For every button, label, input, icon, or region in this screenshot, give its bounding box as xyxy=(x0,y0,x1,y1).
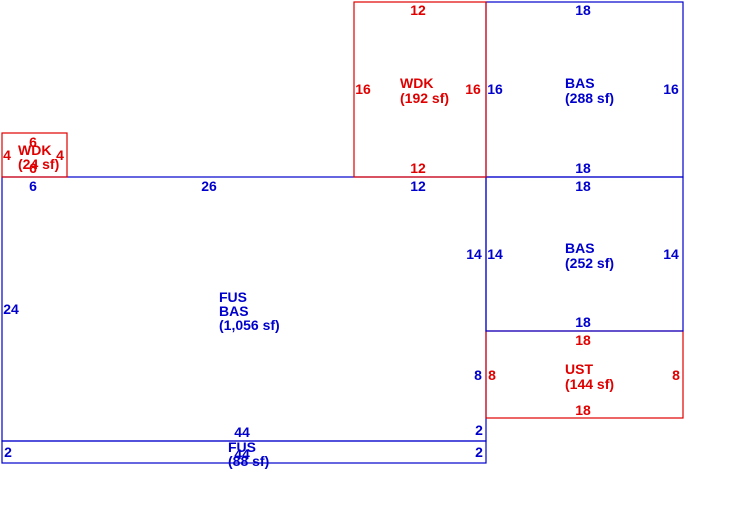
fus-strip-dim-bottom: 44 xyxy=(234,446,250,462)
wdk-small-dim-left: 4 xyxy=(3,147,11,163)
wdk-small-dim-top: 6 xyxy=(29,134,37,150)
ust-area: (144 sf) xyxy=(565,376,614,392)
wdk-large-code: WDK xyxy=(400,75,433,91)
fus-strip-area: (88 sf) xyxy=(228,453,269,469)
wdk-large-area: (192 sf) xyxy=(400,90,449,106)
main-dim-right-upper: 14 xyxy=(466,246,482,262)
main-code-bas: BAS xyxy=(219,303,249,319)
bas-top-dim-right: 16 xyxy=(663,81,679,97)
main-dim-left: 24 xyxy=(3,301,19,317)
bas-mid-dim-top: 18 xyxy=(575,178,591,194)
main-dim-bottom: 44 xyxy=(234,424,250,440)
bas-top-dim-left: 16 xyxy=(487,81,503,97)
bas-top-code: BAS xyxy=(565,75,595,91)
bas-mid-dim-right: 14 xyxy=(663,246,679,262)
main-dim-top-right: 12 xyxy=(410,178,426,194)
ust-dim-top: 18 xyxy=(575,332,591,348)
ust-code: UST xyxy=(565,361,593,377)
wdk-small-code: WDK xyxy=(18,142,51,158)
ust-dim-bottom: 18 xyxy=(575,402,591,418)
wdk-large-dim-bottom: 12 xyxy=(410,160,426,176)
wdk-small-dim-bottom: 6 xyxy=(29,160,37,176)
bas-top-dim-bottom: 18 xyxy=(575,160,591,176)
wdk-large-dim-left: 16 xyxy=(355,81,371,97)
wdk-large-outline xyxy=(353,1,487,178)
main-dim-right-bottom: 2 xyxy=(475,422,483,438)
bas-mid-dim-bottom: 18 xyxy=(575,314,591,330)
wdk-large-dim-right: 16 xyxy=(465,81,481,97)
main-dim-top-left: 6 xyxy=(29,178,37,194)
main-dim-right-lower: 8 xyxy=(474,367,482,383)
fus-strip-dim-right: 2 xyxy=(475,444,483,460)
wdk-small-dim-right: 4 xyxy=(56,147,64,163)
bas-mid-area: (252 sf) xyxy=(565,255,614,271)
main-dim-top-mid: 26 xyxy=(201,178,217,194)
wdk-small-area: (24 sf) xyxy=(18,156,59,172)
bas-mid-code: BAS xyxy=(565,240,595,256)
wdk-small-outline xyxy=(1,132,68,178)
bas-top-dim-top: 18 xyxy=(575,2,591,18)
bas-top-area: (288 sf) xyxy=(565,90,614,106)
main-code-fus: FUS xyxy=(219,289,247,305)
fus-strip-outline xyxy=(1,440,487,464)
fus-strip-code: FUS xyxy=(228,439,256,455)
main-area: (1,056 sf) xyxy=(219,317,280,333)
wdk-large-dim-top: 12 xyxy=(410,2,426,18)
ust-dim-right: 8 xyxy=(672,367,680,383)
fus-strip-dim-left: 2 xyxy=(4,444,12,460)
bas-mid-dim-left: 14 xyxy=(487,246,503,262)
ust-dim-left: 8 xyxy=(488,367,496,383)
